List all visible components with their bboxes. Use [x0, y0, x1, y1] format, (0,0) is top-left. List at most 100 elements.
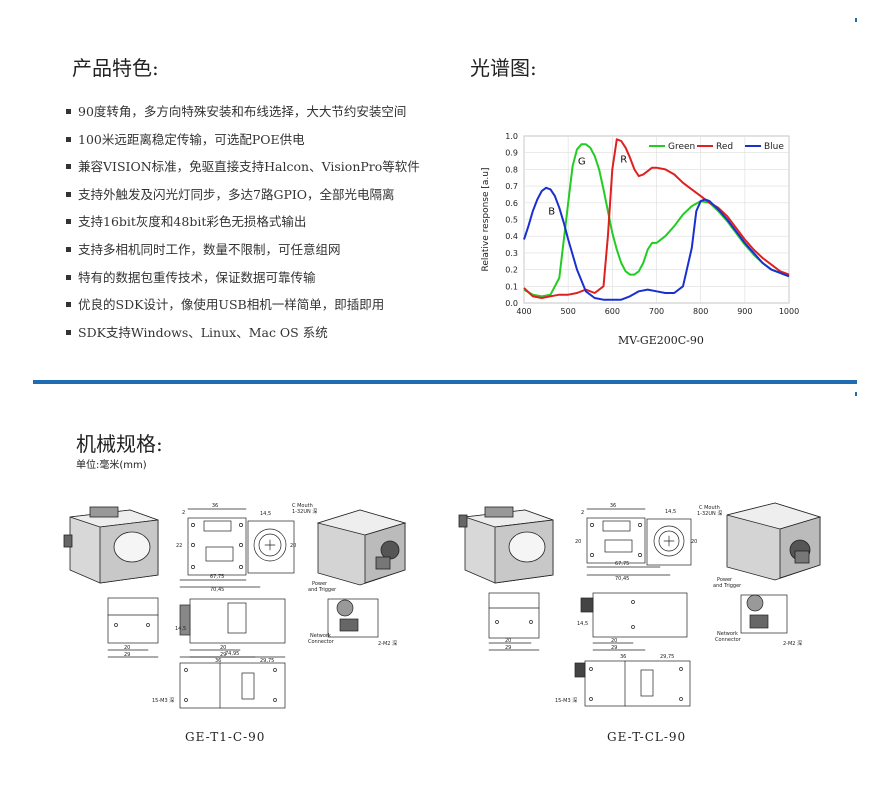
y-tick-label: 0.8	[505, 165, 518, 174]
y-tick-label: 0.3	[505, 249, 518, 258]
dim-label: 2-M2 深	[783, 640, 802, 647]
feature-item: 支持16bit灰度和48bit彩色无损格式输出	[66, 215, 466, 243]
x-tick-label: 600	[605, 307, 620, 316]
dim-label: 70,45	[210, 587, 224, 593]
dim-label: 1-32UN 深	[697, 510, 722, 517]
dim-label: 20	[124, 645, 130, 651]
dim-label: C Mouth	[292, 503, 313, 509]
dim-label: 15-M3 深	[152, 697, 174, 704]
camera-rear-iso-view	[726, 502, 822, 581]
series-line-blue	[523, 186, 790, 301]
feature-item: 支持多相机同时工作，数量不限制，可任意组网	[66, 243, 466, 271]
legend-label: Blue	[764, 142, 784, 152]
dim-label: 29	[505, 645, 511, 651]
dim-label: 70,45	[615, 576, 629, 582]
dim-label: 20	[611, 638, 617, 644]
feature-item: 优良的SDK设计，像使用USB相机一样简单，即插即用	[66, 298, 466, 326]
feature-item: 特有的数据包重传技术，保证数据可靠传输	[66, 271, 466, 299]
dim-label: 14,5	[260, 511, 271, 517]
dim-label: 20	[220, 645, 226, 651]
dim-label: 15-M3 深	[555, 697, 577, 704]
series-line-red	[523, 138, 790, 299]
dim-label: 67,75	[210, 574, 224, 580]
dim-label: 20	[505, 638, 511, 644]
x-tick-label: 800	[693, 307, 708, 316]
dim-label: 20	[691, 539, 697, 545]
camera-side-view	[488, 592, 540, 651]
y-tick-label: 0.1	[505, 282, 518, 291]
legend-label: Red	[716, 142, 733, 152]
feature-list: 90度转角，多方向特殊安装和布线选择，大大节约安装空间 100米远距离稳定传输，…	[66, 105, 466, 353]
drawing-ge-t1-c-90: 36 2 22 67,75 70,45 14,5 C Mouth 1-32UN …	[63, 503, 407, 709]
x-tick-label: 400	[516, 307, 531, 316]
dim-label: 36	[610, 503, 616, 509]
y-tick-label: 0.4	[505, 232, 518, 241]
spectrum-title: 光谱图:	[470, 56, 537, 80]
curve-annotation: R	[620, 155, 627, 166]
c-mount-view	[646, 518, 692, 566]
connector-label: Power	[312, 581, 328, 587]
camera-top-view	[179, 598, 286, 658]
series-line-green	[523, 143, 790, 298]
y-tick-label: 1.0	[505, 132, 518, 141]
corner-mark	[855, 392, 857, 396]
legend-label: Green	[668, 142, 695, 152]
camera-iso-view	[63, 506, 159, 584]
mechanical-title: 机械规格:	[76, 432, 163, 456]
connector-view	[740, 594, 788, 634]
curve-annotation: B	[548, 206, 555, 217]
connector-label: and Trigger	[308, 587, 337, 593]
section-divider	[33, 380, 857, 384]
dim-label: 29	[611, 645, 617, 651]
camera-side-view	[107, 597, 159, 658]
unit-label: 单位:毫米(mm)	[76, 460, 147, 471]
left-caption: GE-T1-C-90	[185, 730, 266, 744]
dim-label: 20	[290, 543, 296, 549]
dim-label: 2	[581, 510, 584, 516]
drawing-ge-t-cl-90: 36 2 20 67,75 70,45 14,5 C Mouth 1-32UN …	[458, 502, 822, 707]
dim-label: C Mouth	[699, 505, 720, 511]
y-tick-label: 0.9	[505, 149, 518, 158]
camera-front-view	[586, 508, 671, 576]
camera-rear-iso-view	[316, 509, 407, 586]
dim-label: 67,75	[615, 561, 629, 567]
c-mount-view	[247, 520, 295, 574]
dim-label: 74,95	[225, 651, 239, 657]
connector-label: Power	[717, 577, 733, 583]
camera-front-view	[179, 508, 261, 588]
x-tick-label: 1000	[779, 307, 799, 316]
y-tick-label: 0.0	[505, 299, 518, 308]
dim-label: 29	[220, 652, 226, 658]
y-tick-label: 0.5	[505, 216, 518, 225]
camera-top-view	[580, 592, 688, 651]
dim-label: 2	[182, 510, 185, 516]
connector-label: Connector	[715, 637, 742, 643]
dim-label: 2-M2 深	[378, 640, 397, 647]
spectrum-caption: MV-GE200C-90	[618, 334, 704, 347]
dim-label: 20	[575, 539, 581, 545]
connector-label: Network	[310, 633, 331, 639]
dim-label: 22	[176, 543, 182, 549]
x-tick-label: 700	[649, 307, 664, 316]
dim-label: 29,75	[660, 654, 674, 660]
dim-label: 29	[124, 652, 130, 658]
feature-item: 兼容VISION标准，免驱直接支持Halcon、VisionPro等软件	[66, 160, 466, 188]
feature-item: 90度转角，多方向特殊安装和布线选择，大大节约安装空间	[66, 105, 466, 133]
dim-label: 14,5	[665, 509, 676, 515]
dim-label: 36	[212, 503, 218, 509]
camera-bottom-view	[179, 656, 286, 709]
camera-bottom-view	[574, 660, 691, 707]
y-tick-label: 0.7	[505, 182, 518, 191]
y-axis-label: Relative response [a.u]	[481, 168, 491, 272]
x-tick-label: 900	[737, 307, 752, 316]
right-caption: GE-T-CL-90	[607, 730, 687, 744]
connector-view	[327, 598, 379, 638]
dim-label: 29,75	[260, 658, 274, 664]
dim-label: 14,5	[577, 621, 588, 627]
feature-item: SDK支持Windows、Linux、Mac OS 系统	[66, 326, 466, 354]
connector-label: and Trigger	[713, 583, 742, 589]
camera-iso-view	[458, 506, 554, 584]
dim-label: 14,5	[175, 626, 186, 632]
dim-label: 1-32UN 深	[292, 508, 317, 515]
